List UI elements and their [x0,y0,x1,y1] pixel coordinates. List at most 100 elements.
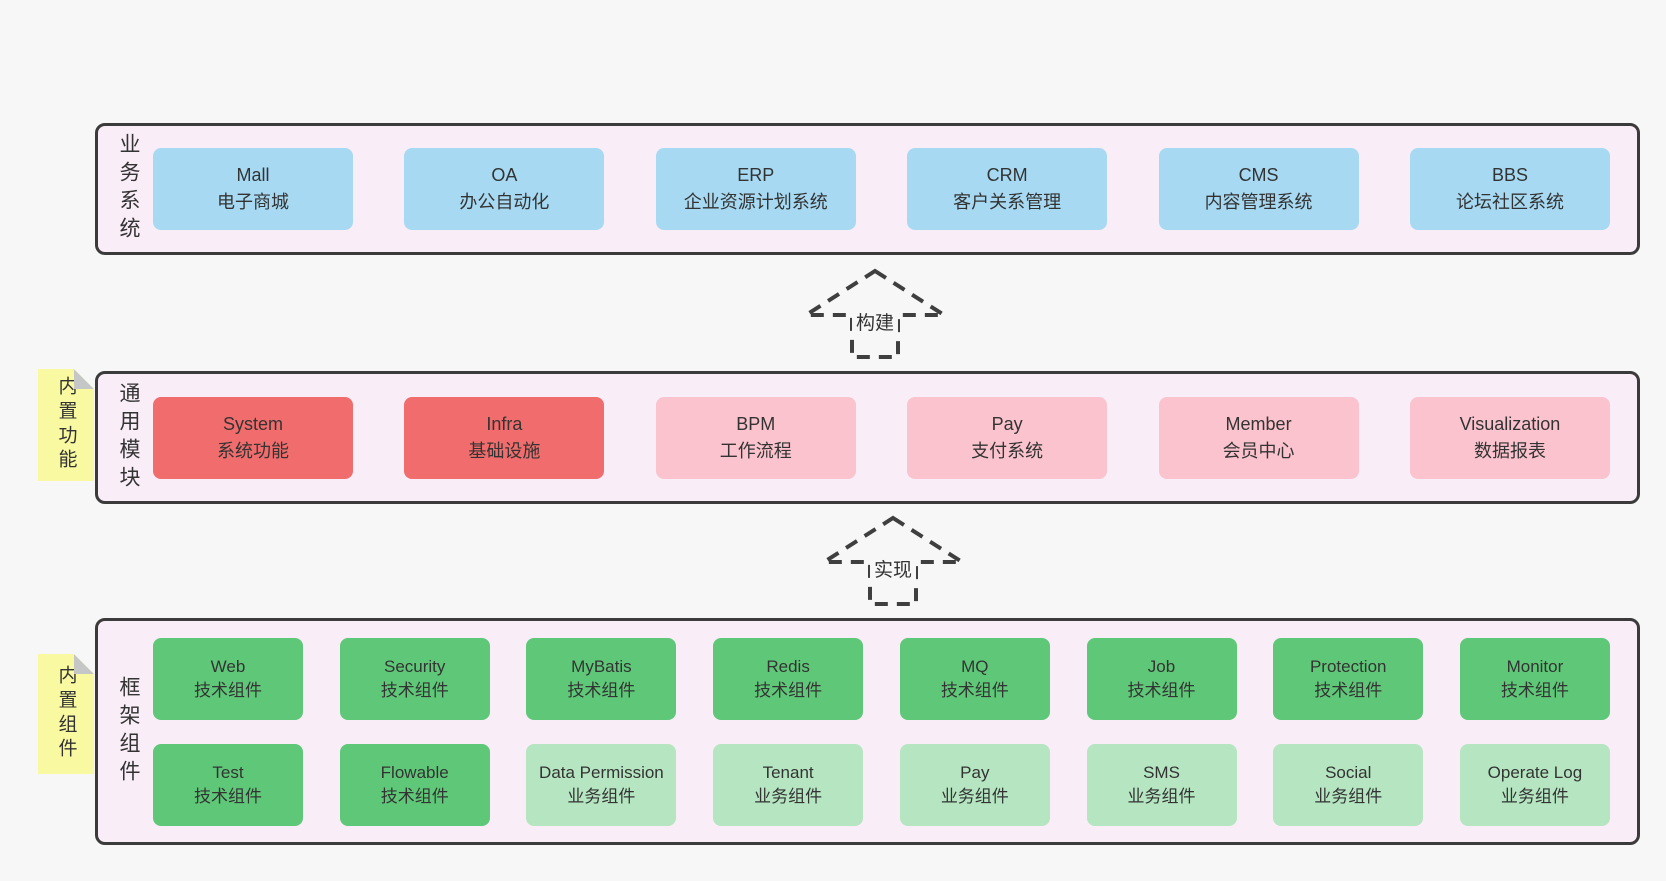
arrow-build-label: 构建 [851,308,899,335]
box-subtitle: 技术组件 [754,680,823,700]
box-subtitle: 论坛社区系统 [1455,192,1564,212]
box-visualization: Visualization 数据报表 [1409,396,1610,479]
box-title: Web [210,656,246,676]
up-arrow-icon [803,268,947,359]
box-member: Member 会员中心 [1158,396,1359,479]
box-title: SMS [1143,762,1180,782]
box-subtitle: 系统功能 [217,440,289,461]
band-common-modules-content: System 系统功能 Infra 基础设施 BPM 工作流程 Pay 支付系统… [153,374,1610,501]
box-title: Test [212,762,244,782]
arrow-implement: 实现 [821,515,965,607]
box-title: Monitor [1506,656,1564,676]
band-business-systems-content: Mall 电子商城 OA 办公自动化 ERP 企业资源计划系统 CRM 客户关系… [153,126,1610,252]
box-subtitle: 工作流程 [719,440,792,461]
box-flowable: Flowable 技术组件 [339,743,490,826]
box-subtitle: 内容管理系统 [1204,192,1313,212]
box-title: Tenant [762,762,814,782]
box-title: Infra [486,413,523,434]
box-mybatis: MyBatis 技术组件 [526,637,677,720]
box-tenant: Tenant 业务组件 [713,743,864,826]
box-subtitle: 业务组件 [567,786,636,806]
box-title: System [222,413,283,434]
box-subtitle: 技术组件 [194,786,262,806]
framework-row-2: Test 技术组件 Flowable 技术组件 Data Permission … [153,743,1610,826]
band-business-systems: 业务系统 Mall 电子商城 OA 办公自动化 ERP 企业资源计划系统 CRM… [95,123,1640,255]
box-title: OA [491,165,518,185]
box-pay-business: Pay 业务组件 [899,743,1050,826]
box-title: BBS [1491,165,1528,185]
box-operate-log: Operate Log 业务组件 [1459,743,1610,826]
box-sms: SMS 业务组件 [1086,743,1237,826]
band-framework-components-label: 框架组件 [117,675,140,788]
box-subtitle: 电子商城 [217,192,289,212]
box-cms: CMS 内容管理系统 [1158,148,1359,230]
sticky-note-builtin-features: 内置功能 [38,369,94,481]
box-title: Flowable [380,762,449,782]
box-title: Social [1325,762,1372,782]
box-subtitle: 技术组件 [194,680,262,700]
box-title: MyBatis [571,656,632,676]
box-pay: Pay 支付系统 [907,396,1108,479]
box-mall: Mall 电子商城 [153,148,353,230]
box-subtitle: 技术组件 [1500,680,1569,700]
box-subtitle: 业务组件 [1500,786,1569,806]
box-title: MQ [961,656,989,676]
box-security: Security 技术组件 [339,637,490,720]
box-web: Web 技术组件 [153,637,303,720]
box-job: Job 技术组件 [1086,637,1237,720]
box-subtitle: 会员中心 [1222,440,1295,461]
box-protection: Protection 技术组件 [1273,637,1424,720]
box-title: Pay [960,762,990,782]
box-subtitle: 技术组件 [380,786,449,806]
band-common-modules: 通用模块 System 系统功能 Infra 基础设施 BPM 工作流程 Pay… [95,371,1640,504]
box-subtitle: 办公自动化 [459,192,550,212]
box-title: CRM [986,165,1028,185]
box-title: Mall [236,165,270,185]
box-subtitle: 业务组件 [940,786,1009,806]
box-title: Operate Log [1487,762,1583,782]
box-subtitle: 技术组件 [380,680,449,700]
box-title: Redis [766,656,810,676]
box-title: Pay [991,413,1023,434]
box-system: System 系统功能 [153,396,353,479]
box-subtitle: 基础设施 [468,440,541,461]
arrow-build: 构建 [803,268,947,360]
box-title: Job [1147,656,1176,676]
sticky-fold-corner [74,654,94,674]
box-infra: Infra 基础设施 [404,396,605,479]
up-arrow-icon [821,515,965,606]
box-subtitle: 业务组件 [1127,786,1196,806]
box-subtitle: 技术组件 [1314,680,1383,700]
box-subtitle: 数据报表 [1473,440,1546,461]
box-monitor: Monitor 技术组件 [1459,637,1610,720]
band-common-modules-label: 通用模块 [117,381,140,494]
box-bbs: BBS 论坛社区系统 [1409,148,1610,230]
framework-row-1: Web 技术组件 Security 技术组件 MyBatis 技术组件 Redi… [153,637,1610,720]
sticky-fold-corner [74,369,94,389]
box-data-permission: Data Permission 业务组件 [526,743,677,826]
band-business-systems-label: 业务系统 [117,133,140,245]
box-erp: ERP 企业资源计划系统 [655,148,856,230]
box-subtitle: 业务组件 [1314,786,1383,806]
box-title: Member [1225,413,1292,434]
band-framework-components: 框架组件 Web 技术组件 Security 技术组件 MyBatis 技术组件… [95,618,1640,845]
box-subtitle: 技术组件 [1127,680,1196,700]
box-title: Visualization [1459,413,1561,434]
box-subtitle: 企业资源计划系统 [683,192,828,212]
arrow-implement-label: 实现 [869,555,917,582]
band-framework-components-content: Web 技术组件 Security 技术组件 MyBatis 技术组件 Redi… [153,621,1610,842]
box-title: Data Permission [539,762,664,782]
box-subtitle: 技术组件 [940,680,1009,700]
box-oa: OA 办公自动化 [404,148,605,230]
box-title: CMS [1238,165,1279,185]
box-subtitle: 技术组件 [567,680,636,700]
box-social: Social 业务组件 [1273,743,1424,826]
box-crm: CRM 客户关系管理 [907,148,1108,230]
box-subtitle: 客户关系管理 [953,192,1062,212]
box-title: Protection [1309,656,1387,676]
box-redis: Redis 技术组件 [713,637,864,720]
box-mq: MQ 技术组件 [899,637,1050,720]
box-title: ERP [737,165,775,185]
box-title: BPM [736,413,776,434]
box-subtitle: 支付系统 [971,440,1044,461]
